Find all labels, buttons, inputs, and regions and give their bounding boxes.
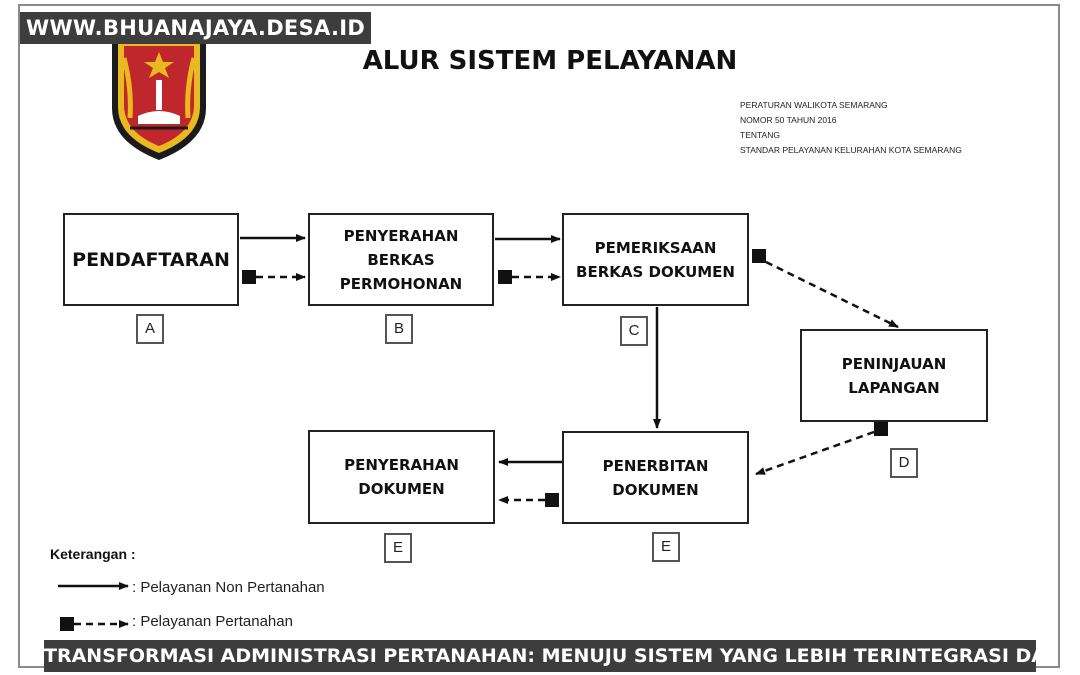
box-label: PENINJAUAN (841, 354, 947, 373)
legend-title: Keterangan : (50, 546, 136, 562)
box-label: LAPANGAN (848, 378, 940, 397)
legend-dashed-label: : Pelayanan Pertanahan (132, 613, 293, 630)
box-label: PENYERAHAN (343, 226, 459, 245)
box-label: DOKUMEN (358, 480, 445, 498)
box-penyerahan-berkas: PENYERAHAN BERKAS PERMOHONAN (308, 213, 494, 306)
box-pendaftaran: PENDAFTARAN (63, 213, 239, 306)
box-peninjauan: PENINJAUAN LAPANGAN (800, 329, 988, 422)
regulation-text: PERATURAN WALIKOTA SEMARANG NOMOR 50 TAH… (740, 98, 962, 158)
city-emblem (112, 40, 206, 160)
regulation-line: PERATURAN WALIKOTA SEMARANG (740, 100, 888, 110)
tag-a: A (136, 314, 164, 344)
arrow-dashed-b-c-start (498, 270, 512, 284)
box-penerbitan: PENERBITAN DOKUMEN (562, 431, 749, 524)
regulation-line: TENTANG (740, 130, 780, 140)
arrow-dashed-d-e-start (874, 422, 888, 436)
legend-solid-label: : Pelayanan Non Pertanahan (132, 579, 325, 596)
regulation-line: STANDAR PELAYANAN KELURAHAN KOTA SEMARAN… (740, 145, 962, 155)
tag-e-penyerahan: E (384, 533, 412, 563)
arrow-dashed-e-e-start (545, 493, 559, 507)
arrow-dashed-c-d-start (752, 249, 766, 263)
arrow-dashed-c-d (765, 260, 899, 329)
box-penyerahan-dokumen: PENYERAHAN DOKUMEN (308, 430, 495, 524)
box-label: PENERBITAN (602, 456, 709, 475)
arrow-dashed-d-e (755, 430, 875, 476)
box-label: BERKAS (367, 250, 435, 269)
box-label: PENYERAHAN (344, 456, 459, 474)
box-label: PERMOHONAN (339, 274, 463, 293)
legend-dashed-start (60, 617, 74, 631)
tag-d: D (890, 448, 918, 478)
tag-b: B (385, 314, 413, 344)
tag-c: C (620, 316, 648, 346)
box-label: PENDAFTARAN (72, 248, 230, 271)
footer-headline-banner: TRANSFORMASI ADMINISTRASI PERTANAHAN: ME… (44, 640, 1036, 672)
box-label: DOKUMEN (612, 480, 699, 499)
box-pemeriksaan: PEMERIKSAAN BERKAS DOKUMEN (562, 213, 749, 306)
diagram-title: ALUR SISTEM PELAYANAN (362, 46, 738, 76)
arrow-dashed-a-b-start (242, 270, 256, 284)
site-url-banner: WWW.BHUANAJAYA.DESA.ID (20, 12, 372, 44)
tag-e-penerbitan: E (652, 532, 680, 562)
regulation-line: NOMOR 50 TAHUN 2016 (740, 115, 837, 125)
box-label: BERKAS DOKUMEN (576, 262, 735, 281)
box-label: PEMERIKSAAN (594, 238, 717, 257)
